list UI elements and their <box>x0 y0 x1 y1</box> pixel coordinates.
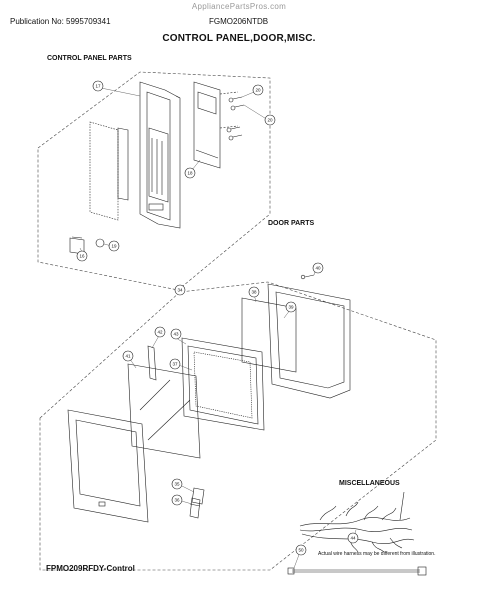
section-label-control-panel: CONTROL PANEL PARTS <box>47 55 132 62</box>
screw-group-lower <box>226 126 243 141</box>
door-choke-frame <box>181 337 265 431</box>
callout-41: 41 <box>122 350 134 362</box>
svg-text:39: 39 <box>288 305 294 310</box>
callout-38: 38 <box>248 286 260 298</box>
svg-text:20: 20 <box>255 88 261 93</box>
svg-text:19: 19 <box>111 244 117 249</box>
harness-note: Actual wire harness may be different fro… <box>318 551 436 557</box>
svg-text:35: 35 <box>174 482 180 487</box>
callout-17: 17 <box>92 80 104 92</box>
svg-text:40: 40 <box>315 266 321 271</box>
callout-16: 16 <box>76 250 88 262</box>
hinge-strip <box>147 345 157 381</box>
callout-44: 44 <box>347 532 359 544</box>
svg-text:17: 17 <box>95 84 101 89</box>
callout-20b: 20 <box>264 114 276 126</box>
callout-42: 42 <box>154 326 166 338</box>
callout-34: 34 <box>174 284 186 296</box>
callout-35: 35 <box>171 478 183 490</box>
callout-18: 18 <box>184 167 196 179</box>
publication-number: Publication No: 5995709341 <box>10 17 111 26</box>
callout-37: 37 <box>169 358 181 370</box>
leader-lines <box>79 87 357 569</box>
svg-text:18: 18 <box>187 171 193 176</box>
svg-text:34: 34 <box>177 288 183 293</box>
svg-text:20: 20 <box>267 118 273 123</box>
svg-text:37: 37 <box>172 362 178 367</box>
door-glass-panel <box>241 297 297 373</box>
screw-group-upper <box>228 96 245 111</box>
svg-text:38: 38 <box>251 290 257 295</box>
watermark-text: AppliancePartsPros.com <box>191 2 287 11</box>
callout-39: 39 <box>285 301 297 313</box>
door-front-trim <box>67 409 149 523</box>
model-number: FGMO206NTDB <box>209 17 269 26</box>
svg-text:44: 44 <box>350 536 356 541</box>
svg-text:41: 41 <box>125 354 131 359</box>
callout-40: 40 <box>312 262 324 274</box>
control-panel-frame <box>139 81 181 229</box>
door-boundary <box>39 281 437 571</box>
callout-43: 43 <box>170 328 182 340</box>
membrane-overlay <box>89 121 119 221</box>
callout-36: 36 <box>171 494 183 506</box>
section-label-misc: MISCELLANEOUS <box>339 480 400 487</box>
wire-harness <box>299 491 415 553</box>
door-inner-glass <box>127 363 201 459</box>
control-board <box>193 81 221 169</box>
svg-text:36: 36 <box>174 498 180 503</box>
ground-wire <box>287 566 427 576</box>
svg-text:50: 50 <box>298 548 304 553</box>
membrane-pad <box>117 127 129 201</box>
callout-20a: 20 <box>252 84 264 96</box>
door-outer-frame <box>267 283 351 399</box>
svg-text:42: 42 <box>157 330 163 335</box>
callout-19: 19 <box>108 240 120 252</box>
knob-part <box>95 238 105 248</box>
footer-label: FPMO209RFDY-Control <box>46 564 135 573</box>
door-latch <box>189 487 205 519</box>
svg-text:43: 43 <box>173 332 179 337</box>
page-title: CONTROL PANEL,DOOR,MISC. <box>162 33 316 44</box>
svg-text:16: 16 <box>79 254 85 259</box>
callout-50: 50 <box>295 544 307 556</box>
section-label-door: DOOR PARTS <box>268 220 315 227</box>
control-panel-boundary <box>37 71 271 291</box>
